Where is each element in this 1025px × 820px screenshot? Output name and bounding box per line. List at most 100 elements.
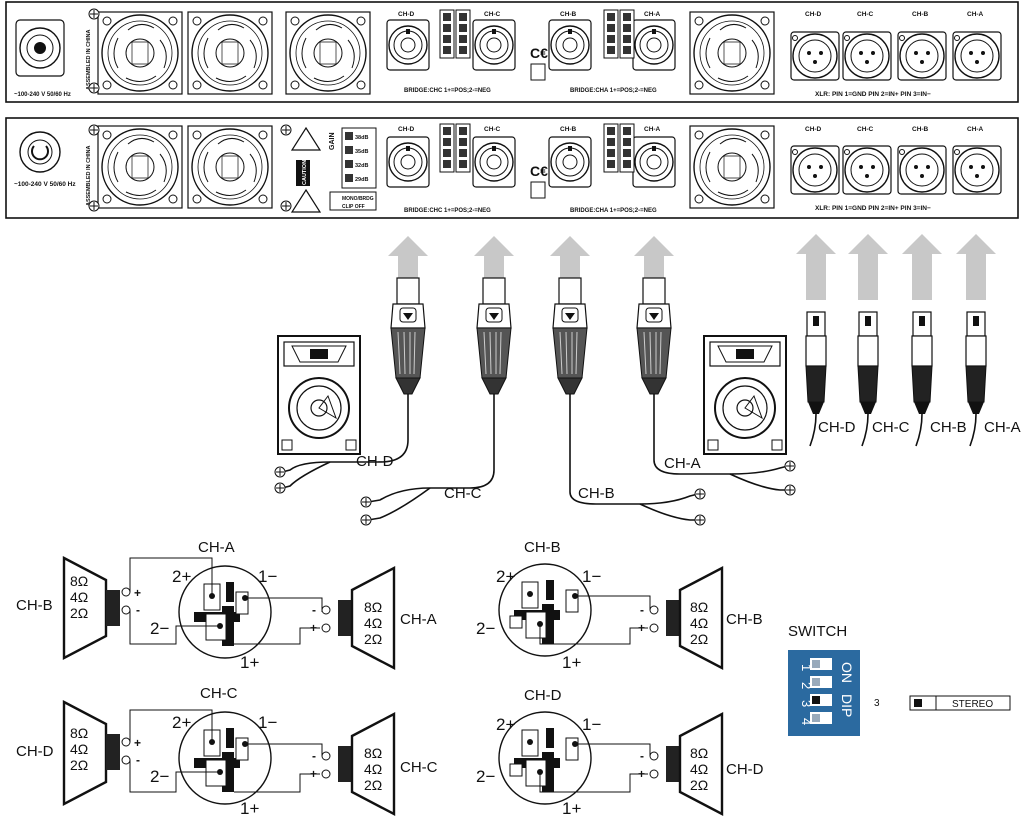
bridge-label: BRIDGE:CHA 1+=POS;2-=NEG [570, 208, 657, 214]
svg-text:-: - [312, 749, 316, 763]
svg-text:-: - [640, 603, 644, 617]
xlr-socket [952, 145, 1002, 195]
cable-label: CH-A [984, 419, 1021, 436]
channel-label: CH-D [16, 743, 54, 760]
dip-block [619, 9, 635, 59]
ce-mark: C€ [530, 45, 548, 61]
dip-switch: SWITCH 1 2 3 4 ON DIP [788, 623, 860, 736]
impedance-label: 2Ω [70, 605, 88, 621]
cable-label: CH-D [356, 453, 394, 470]
fan-icon [97, 11, 183, 95]
wiring-title: CH-D [524, 687, 562, 704]
screw-icon [88, 8, 100, 20]
cable-label: CH-B [930, 419, 967, 436]
mode-option: CLIP OFF [342, 204, 365, 210]
svg-text:-: - [136, 603, 140, 617]
xlr-label: CH-A [967, 11, 984, 18]
screw-icon [88, 82, 100, 94]
dip-block [439, 123, 455, 173]
impedance-label: 8Ω [364, 745, 382, 761]
channel-label: CH-A [400, 611, 437, 628]
dip-number: 1 [799, 664, 814, 671]
power-label: ~100-240 V 50/60 Hz [14, 92, 71, 98]
xlr-plugs [805, 311, 987, 415]
gain-option: 38dB [355, 135, 368, 141]
weee-icon [530, 181, 546, 199]
warning-icon [290, 188, 322, 213]
impedance-label: 4Ω [70, 589, 88, 605]
dip-block [455, 123, 471, 173]
screw-icon [280, 200, 292, 212]
dip-number: 3 [799, 700, 814, 707]
cable-label: CH-A [664, 455, 701, 472]
xlr-label: CH-B [912, 126, 929, 133]
impedance-label: 8Ω [70, 573, 88, 589]
assembled-label: ASSEMBLED IN CHINA [86, 29, 92, 90]
xlr-cables [809, 413, 977, 447]
dip-dip-label: DIP [839, 694, 855, 717]
dip-setting-number: 3 [874, 698, 880, 709]
svg-text:-: - [312, 603, 316, 617]
impedance-label: 8Ω [70, 725, 88, 741]
pin-label: 2+ [496, 567, 515, 586]
channel-label: CH-C [400, 759, 438, 776]
pin-label: 2+ [172, 567, 191, 586]
dip-number: 2 [799, 682, 814, 689]
pin-label: 1+ [562, 653, 581, 672]
wiring-diagram-ch-b: CH-B 2+ 1− 2− 1+ - + 8Ω 4Ω 2Ω CH-B [476, 539, 763, 672]
rear-panel-top: ~100-240 V 50/60 Hz ASSEMBLED IN CHINA C… [5, 1, 1019, 103]
pin-label: 1+ [240, 653, 259, 672]
dip-on-label: ON [839, 662, 855, 683]
weee-icon [530, 63, 546, 81]
svg-text:+: + [134, 586, 141, 600]
pin-label: 2+ [496, 715, 515, 734]
fan-icon [689, 125, 775, 209]
svg-text:-: - [136, 753, 140, 767]
stereo-label: STEREO [952, 699, 993, 710]
gain-title: GAIN [329, 133, 336, 151]
speakon-plugs [390, 277, 672, 395]
channel-label: CH-D [726, 761, 764, 778]
caution-label: CAUTION [302, 160, 308, 185]
stereo-setting: STEREO [909, 695, 1011, 711]
svg-text:+: + [310, 767, 317, 781]
pin-label: 2+ [172, 713, 191, 732]
cable-label: CH-C [872, 419, 910, 436]
screw-icon [88, 124, 100, 136]
speakon-socket [386, 136, 430, 188]
dip-block [619, 123, 635, 173]
svg-text:+: + [638, 767, 645, 781]
bridge-label: BRIDGE:CHC 1+=POS;2-=NEG [404, 88, 491, 94]
pin-label: 2− [150, 767, 169, 786]
pin-label: 2− [476, 767, 495, 786]
switch-title: SWITCH [788, 623, 847, 640]
bridge-label: BRIDGE:CHC 1+=POS;2-=NEG [404, 208, 491, 214]
fan-icon [187, 11, 273, 95]
pin-label: 1+ [562, 799, 581, 818]
xlr-socket [897, 145, 947, 195]
xlr-label: CH-C [857, 11, 874, 18]
mode-box [329, 191, 377, 211]
speaker-cabinet [277, 335, 361, 455]
pin-label: 1− [582, 715, 601, 734]
speakon-label: CH-C [484, 126, 501, 133]
wiring-title: CH-A [198, 539, 235, 556]
svg-text:-: - [640, 749, 644, 763]
xlr-socket [952, 31, 1002, 81]
speakon-label: CH-A [644, 11, 661, 18]
dip-number: 4 [799, 718, 814, 725]
channel-label: CH-B [16, 597, 53, 614]
impedance-label: 8Ω [690, 745, 708, 761]
xlr-socket [842, 31, 892, 81]
dip-block [603, 123, 619, 173]
speakon-label: CH-B [560, 11, 577, 18]
speakon-socket [472, 136, 516, 188]
dip-block [439, 9, 455, 59]
xlr-socket [842, 145, 892, 195]
speakon-socket [548, 136, 592, 188]
xlr-label: CH-D [805, 126, 822, 133]
cable-terminals [274, 460, 796, 526]
impedance-label: 2Ω [690, 631, 708, 647]
fan-icon [97, 125, 183, 209]
fan-icon [285, 11, 371, 95]
